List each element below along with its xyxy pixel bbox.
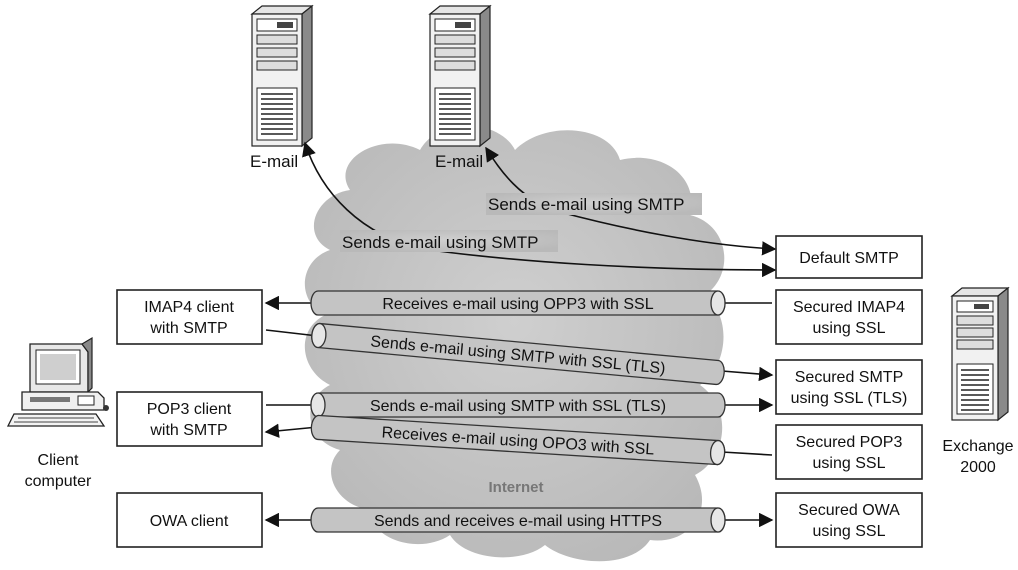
imap4-client-line1: IMAP4 client (144, 299, 234, 316)
default-smtp-label: Default SMTP (799, 250, 899, 267)
imap4-client-box: IMAP4 client with SMTP (116, 289, 263, 345)
secured-imap4-line2: using SSL (813, 320, 886, 337)
exchange-server-icon (950, 286, 1010, 422)
secured-owa-box: Secured OWA using SSL (775, 492, 923, 548)
secured-owa-line1: Secured OWA (798, 502, 900, 519)
smtp-label-lower: Sends e-mail using SMTP (342, 233, 539, 252)
exchange-server-line1: Exchange (942, 438, 1013, 455)
secured-owa-line2: using SSL (813, 523, 886, 540)
email-server-right-icon (428, 4, 492, 148)
secured-smtp-line1: Secured SMTP (795, 369, 903, 386)
secured-smtp-box: Secured SMTP using SSL (TLS) (775, 359, 923, 415)
smtp-arrow-to-right-server (485, 146, 777, 256)
exchange-server-line2: 2000 (960, 459, 996, 476)
secured-smtp-line2: using SSL (TLS) (791, 390, 908, 407)
default-smtp-box: Default SMTP (775, 235, 923, 279)
client-computer-line2: computer (25, 473, 92, 490)
client-computer-line1: Client (38, 452, 79, 469)
email-server-left-icon (250, 4, 314, 148)
pop3-client-box: POP3 client with SMTP (116, 391, 263, 447)
secured-imap4-line1: Secured IMAP4 (793, 299, 905, 316)
secured-pop3-line2: using SSL (813, 455, 886, 472)
secured-pop3-line1: Secured POP3 (796, 434, 903, 451)
smtp-label-upper-bg (486, 193, 702, 215)
tube-owa-label: Sends and receives e-mail using HTTPS (374, 513, 662, 530)
smtp-label-upper: Sends e-mail using SMTP (488, 195, 685, 214)
tube-pop-send-label: Sends e-mail using SMTP with SSL (TLS) (370, 398, 666, 415)
smtp-label-lower-bg (340, 230, 558, 252)
tube-imap-receive: Receives e-mail using OPP3 with SSL (264, 290, 772, 316)
smtp-arrow-to-left-server (302, 141, 777, 278)
pop3-client-line1: POP3 client (147, 401, 232, 418)
client-computer-icon (6, 336, 109, 427)
imap4-client-line2: with SMTP (149, 320, 227, 337)
secured-pop3-box: Secured POP3 using SSL (775, 424, 923, 480)
tube-pop-send: Sends e-mail using SMTP with SSL (TLS) (266, 392, 774, 418)
email-server-right-label: E-mail (435, 152, 483, 171)
internet-label: Internet (488, 479, 543, 496)
secured-imap4-box: Secured IMAP4 using SSL (775, 289, 923, 345)
tube-owa: Sends and receives e-mail using HTTPS (264, 507, 774, 533)
owa-client-box: OWA client (116, 492, 263, 548)
pop3-client-line2: with SMTP (149, 422, 227, 439)
tube-imap-receive-label: Receives e-mail using OPP3 with SSL (382, 296, 653, 313)
email-server-left-label: E-mail (250, 152, 298, 171)
owa-client-line1: OWA client (150, 513, 229, 530)
